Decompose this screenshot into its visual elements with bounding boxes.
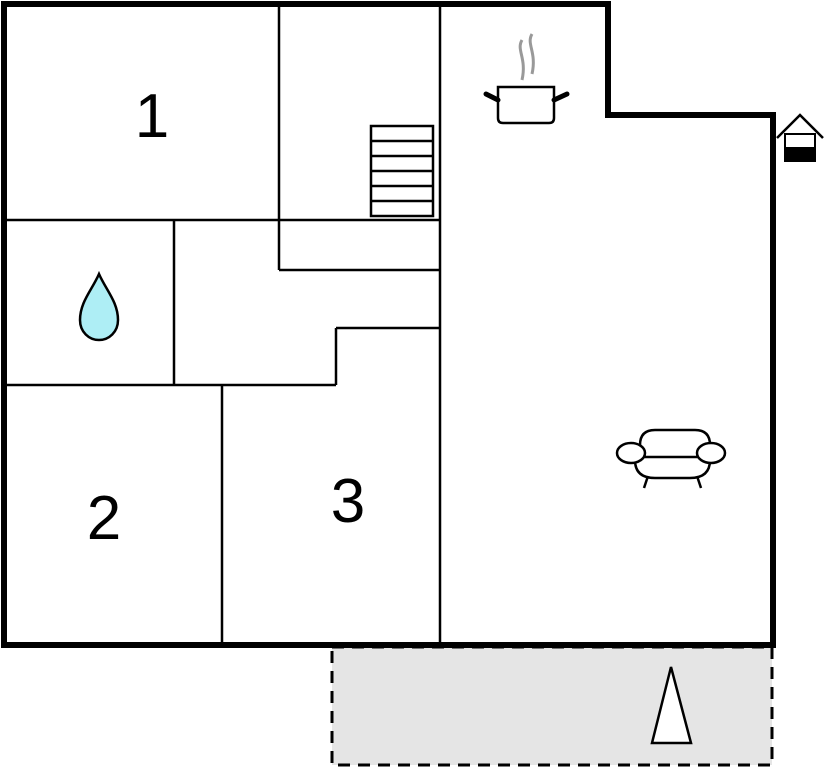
room-label-1: 1 [135,82,169,151]
outer-wall [1,1,776,648]
room-label-2: 2 [87,484,121,553]
stairs-icon [369,124,435,218]
terrace [330,645,774,767]
water-drop-icon [78,270,120,342]
inner-walls [4,4,442,645]
room-label-3: 3 [331,467,365,536]
entrance-house-icon [776,113,824,162]
tree-icon [650,666,693,745]
sofa-icon [615,428,727,489]
cooking-pot-icon [483,33,570,125]
